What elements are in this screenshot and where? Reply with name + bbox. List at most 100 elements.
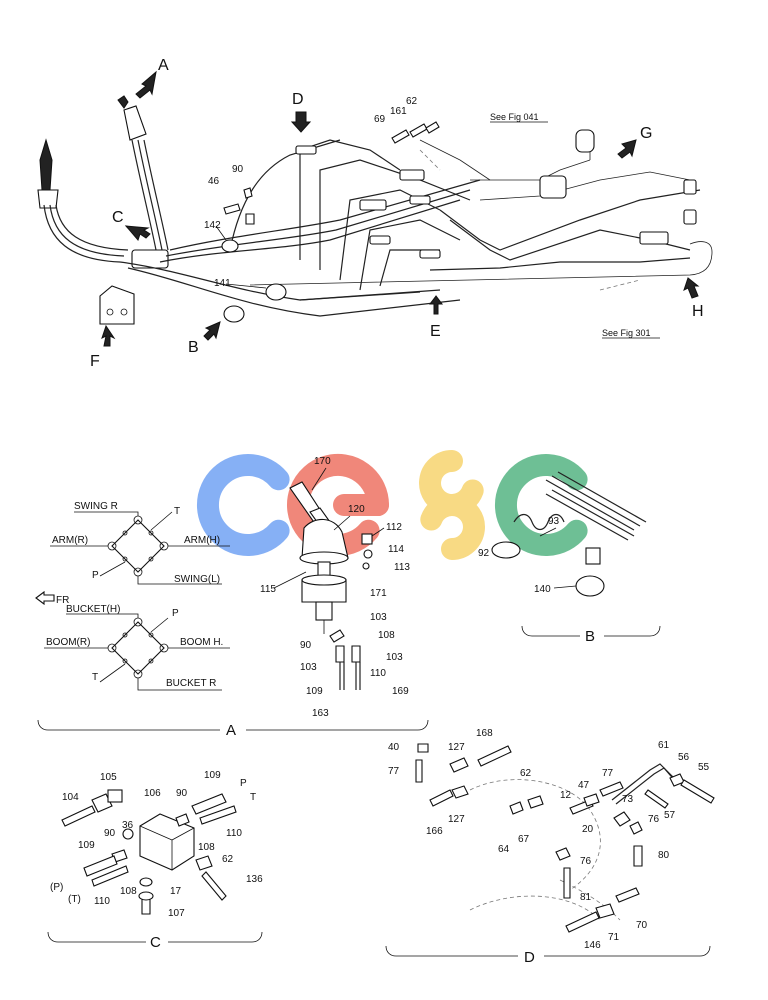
part-label: 77 [388, 766, 400, 777]
part-label: 71 [608, 932, 620, 943]
fitting-36 [122, 828, 134, 840]
fitting-70 [615, 887, 640, 903]
right-joystick [117, 95, 169, 251]
pipe-77b [599, 781, 624, 797]
figure-reference: See Fig 301 [602, 328, 651, 338]
manifold-valves [295, 129, 697, 259]
arrow-g: G [617, 125, 652, 159]
part-label: 76 [580, 856, 592, 867]
svg-text:A: A [158, 57, 169, 74]
part-label: 73 [622, 794, 634, 805]
part-label: 108 [120, 886, 137, 897]
section-d: 40 77 127 168 61 56 55 62 47 77 12 73 57… [385, 728, 715, 966]
section-d-bracket [385, 945, 711, 957]
bundle-pipes [513, 471, 647, 541]
svg-text:FR: FR [56, 595, 69, 606]
part-label: 62 [520, 768, 532, 779]
part-label: 56 [678, 752, 690, 763]
part-label: 109 [204, 770, 221, 781]
part-label: 90 [232, 164, 244, 175]
part-label: 62 [222, 854, 234, 865]
watermark-letter-c [196, 454, 290, 556]
part-label: 46 [208, 176, 220, 187]
washer-17 [139, 877, 153, 887]
svg-text:SWING R: SWING R [74, 501, 118, 512]
part-label: 12 [560, 790, 572, 801]
section-c-bracket [47, 931, 263, 943]
section-a-bracket [37, 719, 429, 731]
part-label: 70 [636, 920, 648, 931]
part-label: 170 [314, 456, 331, 467]
svg-text:SWING(L): SWING(L) [174, 574, 220, 585]
pipe-136 [201, 871, 227, 901]
part-label: 80 [658, 850, 670, 861]
part-label: 142 [204, 220, 221, 231]
part-label: 140 [534, 584, 551, 595]
grommet-142 [221, 239, 239, 253]
part-label: 90 [104, 828, 116, 839]
watermark-letter-c-2 [494, 454, 588, 556]
part-label: 106 [144, 788, 161, 799]
hose-109b [83, 855, 118, 877]
left-joystick [37, 138, 129, 263]
pipe-57 [644, 789, 669, 809]
part-label: 107 [168, 908, 185, 919]
part-label: 163 [312, 708, 329, 719]
arrow-f: F [90, 324, 116, 370]
port-label: (P) [50, 882, 63, 893]
svg-text:E: E [430, 323, 441, 340]
part-label: 90 [300, 640, 312, 651]
svg-text:ARM(H): ARM(H) [184, 535, 220, 546]
section-b-bracket [521, 625, 661, 637]
fitting-76b [555, 847, 571, 861]
svg-text:G: G [640, 125, 652, 142]
cgsc-watermark [196, 450, 588, 560]
svg-text:ARM(R): ARM(R) [52, 535, 88, 546]
part-label: 169 [392, 686, 409, 697]
part-label: 103 [370, 612, 387, 623]
section-d-title: D [524, 949, 535, 966]
part-label: 166 [426, 826, 443, 837]
pipe-81 [563, 867, 571, 899]
svg-text:B: B [188, 339, 199, 356]
part-label: 146 [584, 940, 601, 951]
part-label: 127 [448, 814, 465, 825]
part-label: 64 [498, 844, 510, 855]
part-label: 110 [370, 668, 386, 679]
figure-reference: See Fig 041 [490, 112, 539, 122]
joystick-assembly [289, 481, 373, 690]
section-b: 93 92 140 B [478, 471, 661, 645]
clamp-92 [491, 541, 521, 559]
fitting-47 [583, 793, 600, 807]
junction-block-106 [139, 813, 195, 871]
svg-text:H: H [692, 303, 704, 320]
pipe-146 [565, 911, 600, 933]
svg-text:F: F [90, 353, 100, 370]
fitting-105 [91, 793, 113, 813]
arrow-b: B [188, 321, 221, 356]
part-label: 62 [406, 96, 418, 107]
svg-text:D: D [292, 91, 304, 108]
watermark-letter-s [419, 450, 485, 560]
part-label: 93 [548, 516, 560, 527]
svg-text:BOOM H.: BOOM H. [180, 637, 223, 648]
bracket [585, 547, 601, 565]
arrow-e: E [429, 295, 443, 340]
pipe-77 [415, 759, 423, 783]
part-label: 127 [448, 742, 465, 753]
part-label: 108 [378, 630, 395, 641]
pipe-110b [91, 865, 129, 887]
part-label: 61 [658, 740, 670, 751]
part-label: 113 [394, 562, 410, 573]
arrow-a: A [135, 57, 169, 99]
mounting-bracket-f [99, 285, 135, 325]
fitting-71 [595, 903, 615, 919]
fitting-105b [107, 789, 123, 803]
part-label: 109 [306, 686, 323, 697]
arrow-d: D [290, 91, 312, 133]
section-c-title: C [150, 934, 161, 951]
part-label: 67 [518, 834, 530, 845]
section-c: 105 104 106 90 109 36 90 110 109 108 62 … [47, 770, 263, 951]
pilot-valve-diagram-2: BUCKET(H) P BOOM(R) BOOM H. T BUCKET R [44, 604, 230, 691]
